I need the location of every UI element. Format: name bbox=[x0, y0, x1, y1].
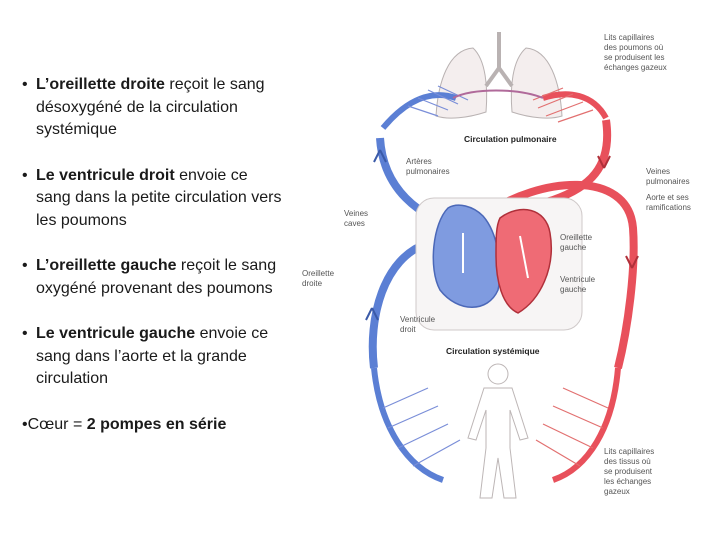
arrow-sys-down bbox=[625, 255, 639, 269]
label-line: les échanges bbox=[604, 477, 651, 486]
label-line: gauche bbox=[560, 243, 587, 252]
label-line: des tissus où bbox=[604, 457, 651, 466]
bullet-dot: • bbox=[22, 325, 28, 342]
arrow-sys-up bbox=[365, 307, 379, 321]
bullet-term: L’oreillette gauche bbox=[36, 257, 177, 274]
capillaires-tissus bbox=[371, 367, 621, 483]
lungs bbox=[435, 32, 563, 119]
label-line: Ventricule bbox=[560, 275, 596, 284]
label-line: droit bbox=[400, 325, 416, 334]
title-circulation-pulmonaire: Circulation pulmonaire bbox=[464, 134, 557, 144]
bullet-dot: • bbox=[22, 76, 28, 93]
label-line: Veines bbox=[344, 209, 368, 218]
label-line: Ventricule bbox=[400, 315, 436, 324]
label-capillaires-poumons: Lits capillaires des poumons où se produ… bbox=[604, 33, 667, 72]
bullet-text: reçoit le sang oxygéné provenant des pou… bbox=[36, 257, 277, 297]
bullet-dot: • bbox=[22, 257, 28, 274]
label-ventricule-gauche: Ventricule gauche bbox=[560, 275, 596, 294]
heart bbox=[432, 204, 552, 314]
label-line: se produisent les bbox=[604, 53, 664, 62]
bullet-term: L’oreillette droite bbox=[36, 76, 165, 93]
bullet-ventricule-gauche: • Le ventricule gauche envoie ce sang da… bbox=[22, 323, 284, 391]
label-veines-caves: Veines caves bbox=[344, 209, 368, 228]
summary-bold: 2 pompes en série bbox=[86, 415, 227, 433]
bullet-oreillette-droite: • L’oreillette droite reçoit le sang dés… bbox=[22, 74, 284, 142]
label-line: caves bbox=[344, 219, 365, 228]
capillaires-poumons bbox=[380, 85, 609, 130]
bullet-term: Le ventricule gauche bbox=[36, 325, 196, 342]
summary-prefix: Cœur = bbox=[27, 415, 87, 433]
label-line: gazeux bbox=[604, 487, 630, 496]
arrow-pulm-up bbox=[373, 149, 387, 163]
label-line: se produisent bbox=[604, 467, 653, 476]
label-line: Oreillette bbox=[560, 233, 593, 242]
bullet-list: • L’oreillette droite reçoit le sang dés… bbox=[22, 74, 284, 436]
label-line: Oreillette bbox=[302, 269, 335, 278]
bullet-term: Le ventricule droit bbox=[36, 166, 175, 184]
label-oreillette-droite: Oreillette droite bbox=[302, 269, 335, 288]
bullet-text: envoie ce sang dans l’aorte et la grande… bbox=[36, 325, 269, 387]
bullet-ventricule-droit: • Le ventricule droit envoie ce sang dan… bbox=[22, 165, 284, 233]
label-line: pulmonaires bbox=[646, 177, 690, 186]
label-line: échanges gazeux bbox=[604, 63, 667, 72]
label-line: ramifications bbox=[646, 203, 691, 212]
bullet-text: reçoit le sang désoxygéné de la circulat… bbox=[36, 76, 265, 138]
label-line: Lits capillaires bbox=[604, 447, 654, 456]
title-circulation-systemique: Circulation systémique bbox=[446, 346, 540, 356]
label-line: Aorte et ses bbox=[646, 193, 689, 202]
bullet-dot: • bbox=[22, 415, 28, 433]
aorte-vessel bbox=[485, 180, 638, 369]
label-oreillette-gauche: Oreillette gauche bbox=[560, 233, 593, 252]
bullet-oreillette-gauche: • L’oreillette gauche reçoit le sang oxy… bbox=[22, 255, 284, 300]
arrow-pulm-down bbox=[597, 155, 611, 169]
label-line: Lits capillaires bbox=[604, 33, 654, 42]
label-line: des poumons où bbox=[604, 43, 663, 52]
label-arteres-pulmonaires: Artères pulmonaires bbox=[406, 157, 450, 176]
label-line: gauche bbox=[560, 285, 587, 294]
label-line: Artères bbox=[406, 157, 432, 166]
veines-caves-vessel bbox=[368, 239, 430, 369]
bullet-dot: • bbox=[22, 166, 28, 184]
label-aorte: Aorte et ses ramifications bbox=[646, 193, 691, 212]
label-line: droite bbox=[302, 279, 323, 288]
circulation-svg: Lits capillaires des poumons où se produ… bbox=[288, 28, 716, 516]
circulation-diagram: Lits capillaires des poumons où se produ… bbox=[288, 28, 716, 516]
human-figure bbox=[467, 363, 529, 499]
label-ventricule-droit: Ventricule droit bbox=[400, 315, 436, 334]
label-veines-pulmonaires: Veines pulmonaires bbox=[646, 167, 690, 186]
label-capillaires-tissus: Lits capillaires des tissus où se produi… bbox=[604, 447, 654, 496]
label-line: Veines bbox=[646, 167, 670, 176]
label-line: pulmonaires bbox=[406, 167, 450, 176]
bullet-text: envoie ce sang dans la petite circulatio… bbox=[36, 166, 282, 229]
summary-line: •Cœur = 2 pompes en série bbox=[22, 414, 284, 437]
